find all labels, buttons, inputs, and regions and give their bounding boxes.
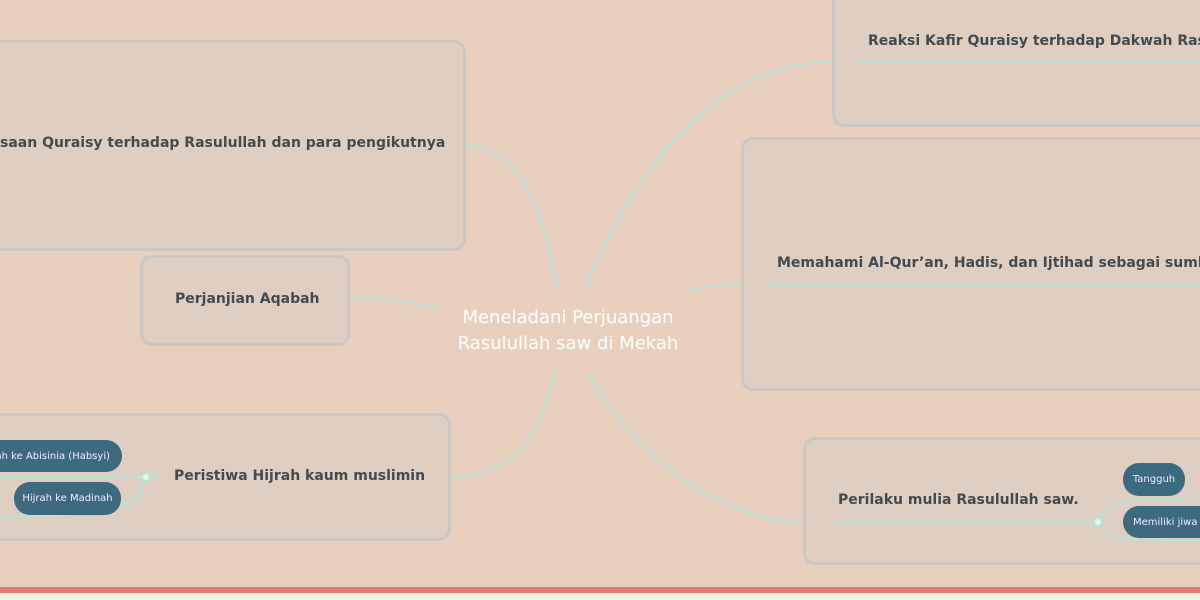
footer-strip [0,593,1200,600]
topic-box-quraisy[interactable] [0,40,466,251]
subtopic-pill[interactable]: rah ke Abisinia (Habsyi) [0,440,122,472]
subtopic-pill[interactable]: Hijrah ke Madinah [14,482,121,515]
central-topic-line: Meneladani Perjuangan [462,307,674,328]
topic-label: Reaksi Kafir Quraisy terhadap Dakwah Ras… [868,33,1200,49]
topic-box-aqabah[interactable] [140,255,350,346]
central-topic-line: Rasulullah saw di Mekah [457,333,679,354]
topic-box-reaksi[interactable] [832,0,1200,127]
topic-label: Memahami Al-Qur’an, Hadis, dan Ijtihad s… [777,255,1200,271]
topic-label: Peristiwa Hijrah kaum muslimin [174,468,426,484]
central-topic[interactable]: Meneladani Perjuangan Rasulullah saw di … [440,305,696,357]
bottom-accent-bar [0,587,1200,593]
subtopic-pill[interactable]: Tangguh [1123,463,1185,496]
topic-label: Perilaku mulia Rasulullah saw. [838,492,1079,508]
topic-label: Perjanjian Aqabah [175,291,320,307]
topic-box-memahami[interactable] [741,137,1200,391]
topic-label: saan Quraisy terhadap Rasulullah dan par… [0,135,446,151]
subtopic-pill[interactable]: Memiliki jiwa b [1123,506,1200,538]
